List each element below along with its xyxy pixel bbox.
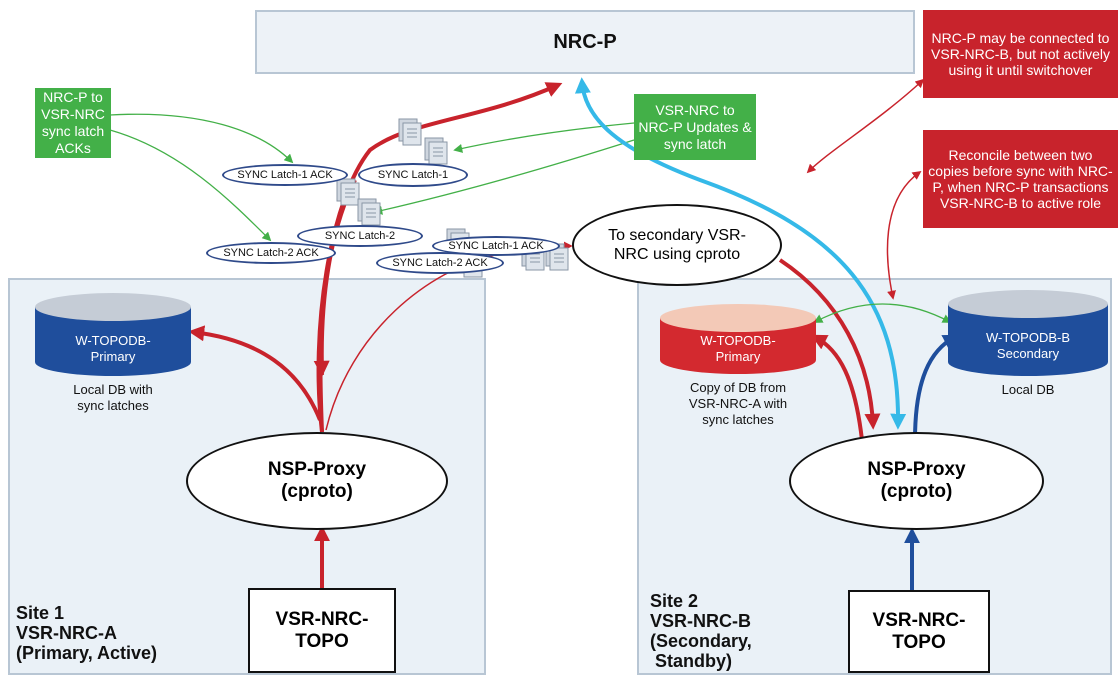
site2-copy-db-cylinder [660, 304, 816, 374]
site2-vsr-nrc-topo: VSR-NRC- TOPO [848, 590, 990, 673]
site2-label: Site 2 VSR-NRC-B (Secondary, Standby) [650, 591, 752, 671]
pill-latch2: SYNC Latch-2 [297, 225, 423, 247]
site2-nsp-proxy: NSP-Proxy (cproto) [789, 432, 1044, 530]
site1-db-cylinder [35, 293, 191, 376]
site1-label: Site 1 VSR-NRC-A (Primary, Active) [16, 603, 158, 663]
pill-latch1-ack-right: SYNC Latch-1 ACK [432, 236, 560, 256]
proxy-to-secondary-arrow [325, 254, 496, 431]
note-sync-latch-acks: NRC-P to VSR-NRC sync latch ACKs [35, 88, 111, 158]
nrc-p-box: NRC-P [255, 10, 915, 74]
pill-latch1: SYNC Latch-1 [358, 163, 468, 187]
proxy-to-localdb-arrow [913, 334, 960, 441]
site1-nsp-proxy: NSP-Proxy (cproto) [186, 432, 448, 530]
site2-local-db-cylinder [948, 290, 1108, 376]
nrc-p-label: NRC-P [553, 30, 617, 53]
pill-latch2-ack-left: SYNC Latch-2 ACK [206, 242, 336, 264]
site2-copy-db-caption: Copy of DB from VSR-NRC-A with sync latc… [688, 380, 788, 427]
proxy-to-nrcp-arrow [316, 82, 563, 433]
ack-arrow-latch2 [109, 129, 272, 242]
latch-down-arrow [318, 359, 324, 433]
secondary-vsr-nrc-ellipse: To secondary VSR-NRC using cproto [572, 204, 782, 286]
site1-vsr-nrc-topo: VSR-NRC- TOPO [248, 588, 396, 673]
site2-local-db-name: W-TOPODB-B Secondary [985, 330, 1071, 361]
site2-local-db-caption: Local DB [1001, 382, 1055, 397]
site2-copy-db-name: W-TOPODB- Primary [700, 333, 776, 364]
note-reconcile: Reconcile between two copies before sync… [923, 130, 1118, 228]
pill-latch1-ack-left: SYNC Latch-1 ACK [222, 164, 348, 186]
note-reconcile-connector [886, 170, 922, 300]
proxy-to-copydb-arrow [810, 334, 864, 441]
note-updates-sync-latch: VSR-NRC to NRC-P Updates & sync latch [634, 94, 756, 160]
note-switchover: NRC-P may be connected to VSR-NRC-B, but… [923, 10, 1118, 98]
ack-arrow-latch1 [109, 113, 294, 164]
note-connected-connector [806, 78, 925, 174]
proxy-nrcp-lightblue-arrow [574, 77, 907, 430]
db-reconcile-arrow [813, 303, 952, 323]
site1-db-caption: Local DB with sync latches [73, 382, 153, 413]
pill-latch2-ack-right: SYNC Latch-2 ACK [376, 252, 504, 274]
proxy-to-db-arrow [188, 325, 322, 421]
document-icon [398, 118, 422, 146]
document-icon [336, 178, 360, 206]
document-icon [424, 137, 448, 165]
document-icon [357, 198, 381, 226]
latch-to-proxy-arrow [313, 179, 357, 377]
site1-db-name: W-TOPODB- Primary [75, 333, 151, 364]
